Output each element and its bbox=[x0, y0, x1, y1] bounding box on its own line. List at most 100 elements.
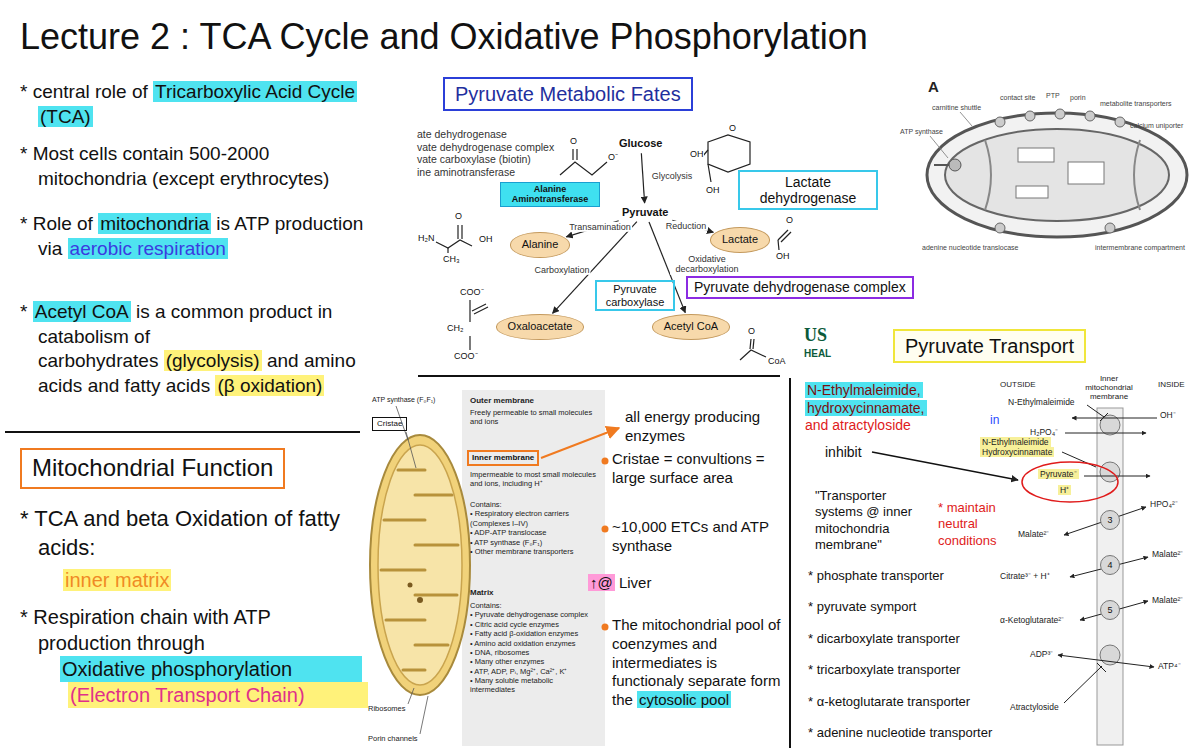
page-title: Lecture 2 : TCA Cycle and Oxidative Phos… bbox=[20, 14, 868, 59]
metabolite-label: Pyruvate bbox=[620, 205, 670, 220]
section-heading-box: Mitochondrial Function bbox=[20, 448, 285, 489]
chemical-structure bbox=[778, 240, 779, 250]
note-text: Liver bbox=[619, 574, 652, 591]
text-block: * adenine nucleotide transporter bbox=[808, 725, 992, 741]
figure-label: metabolite transporters bbox=[1100, 100, 1172, 107]
text-block: carnitine shuttle bbox=[932, 104, 981, 112]
text-block: O bbox=[570, 137, 577, 147]
enzyme-callout-box: Pyruvate carboxylase bbox=[595, 280, 675, 311]
text-block: HEAL bbox=[804, 348, 831, 359]
text-block: inhibit bbox=[825, 444, 862, 462]
node-text: 5 bbox=[1107, 605, 1112, 616]
figure-label: ATP synthase bbox=[900, 128, 943, 135]
chemical-structure bbox=[469, 336, 470, 350]
mitochondrion-cutaway bbox=[396, 406, 428, 734]
annotation-arrow bbox=[541, 428, 619, 458]
note-text: * tricarboxylate transporter bbox=[808, 662, 960, 677]
figure-label: Porin channels bbox=[368, 734, 418, 743]
figure-label: PTP bbox=[1046, 92, 1060, 99]
edge-label: Glycolysis bbox=[651, 171, 694, 181]
transport-figure bbox=[1022, 462, 1118, 502]
divider-line bbox=[418, 375, 780, 377]
mitochondrion-overview bbox=[949, 159, 961, 171]
chem-label: COO⁻ bbox=[454, 351, 478, 361]
node-text: Pyruvate dehydrogenase complex bbox=[694, 279, 906, 296]
mitochondrion-overview bbox=[1134, 140, 1140, 210]
chem-label: O bbox=[455, 211, 462, 221]
figure-label: • Respiratory electron carriers (Complex… bbox=[470, 509, 596, 528]
chem-label: O⁻ bbox=[608, 152, 618, 162]
note-text: ↑@ bbox=[588, 574, 615, 591]
mitochondrion-overview bbox=[1025, 111, 1035, 121]
metabolite-label: Glucose bbox=[617, 136, 664, 151]
text-block: OH bbox=[690, 150, 704, 160]
figure-label: Citrate³⁻ + H⁺ bbox=[1000, 571, 1050, 581]
note-text: inhibit bbox=[825, 444, 862, 460]
text-block: Matrix bbox=[470, 588, 494, 598]
figure-label: • Pyruvate dehydrogenase complex bbox=[470, 610, 598, 619]
node-text: Glucose bbox=[619, 137, 662, 150]
figure-label: contact site bbox=[1000, 94, 1035, 101]
mitochondrion-cutaway bbox=[415, 594, 457, 597]
text-block: US bbox=[804, 326, 827, 346]
chem-label: CH₃ bbox=[443, 254, 460, 264]
chemical-structure bbox=[778, 230, 788, 240]
chemical-structure bbox=[753, 339, 754, 349]
transporter-circle: 5 bbox=[1100, 600, 1121, 621]
transporter-circle: 3 bbox=[1100, 510, 1121, 531]
text-block: O⁻ bbox=[608, 153, 618, 163]
transport-figure bbox=[1062, 452, 1096, 467]
mitochondrion-cutaway bbox=[381, 470, 458, 670]
figure-label: α-Ketoglutarate²⁻ bbox=[1000, 615, 1064, 625]
figure-label: Contains: bbox=[470, 500, 596, 509]
chem-label: O bbox=[748, 326, 755, 336]
text-block: * maintain neutral conditions bbox=[938, 500, 1010, 549]
metabolite-oval: Acetyl CoA bbox=[652, 314, 730, 339]
mitochondrion-cutaway bbox=[370, 435, 470, 695]
text-block: * dicarboxylate transporter bbox=[808, 631, 960, 647]
text-block: Malate²⁻ bbox=[1152, 596, 1183, 606]
note-text: and atractyloside bbox=[805, 417, 975, 435]
mitochondrion-overview bbox=[1085, 111, 1095, 121]
mitochondrion-cutaway bbox=[381, 569, 425, 572]
mitochondrion-overview bbox=[927, 109, 1187, 237]
mitochondrion-cutaway bbox=[415, 494, 452, 497]
divider-line bbox=[789, 378, 791, 748]
note-text: * pyruvate symport bbox=[808, 599, 916, 614]
enzyme-callout-box: Lactate dehydrogenase bbox=[738, 170, 878, 210]
text-block: * tricarboxylate transporter bbox=[808, 662, 960, 678]
node-text: Acetyl CoA bbox=[664, 320, 718, 333]
legend-fragment: vate dehydrogenase complex bbox=[417, 141, 554, 154]
text-block: O bbox=[729, 124, 736, 134]
figure-label: Inner mitochondrial membrane bbox=[1085, 374, 1133, 401]
figure-label: OUTSIDE bbox=[1000, 380, 1036, 389]
text-block: ATP synthase (F₀F₁) bbox=[372, 396, 435, 405]
chem-label: OH bbox=[479, 234, 493, 244]
text-block: Cristae = convultions = large surface ar… bbox=[612, 450, 784, 488]
chemical-structure bbox=[740, 350, 766, 360]
note-text: * dicarboxylate transporter bbox=[808, 631, 960, 646]
text-block: OH⁻ bbox=[1160, 411, 1176, 421]
text-block: Pyruvate⁻ bbox=[1038, 470, 1079, 480]
text-block: * central role ofTricarboxylic Acid Cycl… bbox=[20, 80, 378, 129]
note-text: * bbox=[20, 301, 27, 322]
figure-label: • Fatty acid β-oxidation enzymes bbox=[470, 629, 598, 638]
figure-label: Malate²⁻ bbox=[1152, 595, 1183, 605]
node-text: Pyruvate carboxylase bbox=[601, 283, 669, 308]
node-text: Oxaloacetate bbox=[508, 320, 573, 333]
note-text: * maintain neutral conditions bbox=[938, 500, 997, 548]
logo-text: HEAL bbox=[804, 348, 831, 359]
text-block: OH bbox=[706, 186, 720, 196]
note-text: all energy producing enzymes bbox=[625, 408, 760, 444]
chemical-structure bbox=[708, 164, 711, 182]
mitochondrion-cutaway bbox=[406, 432, 416, 468]
section-heading-box: Pyruvate Transport bbox=[893, 329, 1086, 363]
figure-label: • ATP, ADP, Pᵢ, Mg²⁺, Ca²⁺, K⁺ bbox=[470, 667, 598, 676]
mitochondrion-cutaway bbox=[462, 390, 605, 746]
enzyme-callout-box: Alanine Aminotransferase bbox=[500, 182, 600, 207]
mitochondrion-cutaway bbox=[420, 696, 428, 734]
text-block: PTP bbox=[1046, 92, 1060, 100]
figure-label: carnitine shuttle bbox=[932, 104, 981, 111]
text-block: in bbox=[990, 413, 999, 428]
